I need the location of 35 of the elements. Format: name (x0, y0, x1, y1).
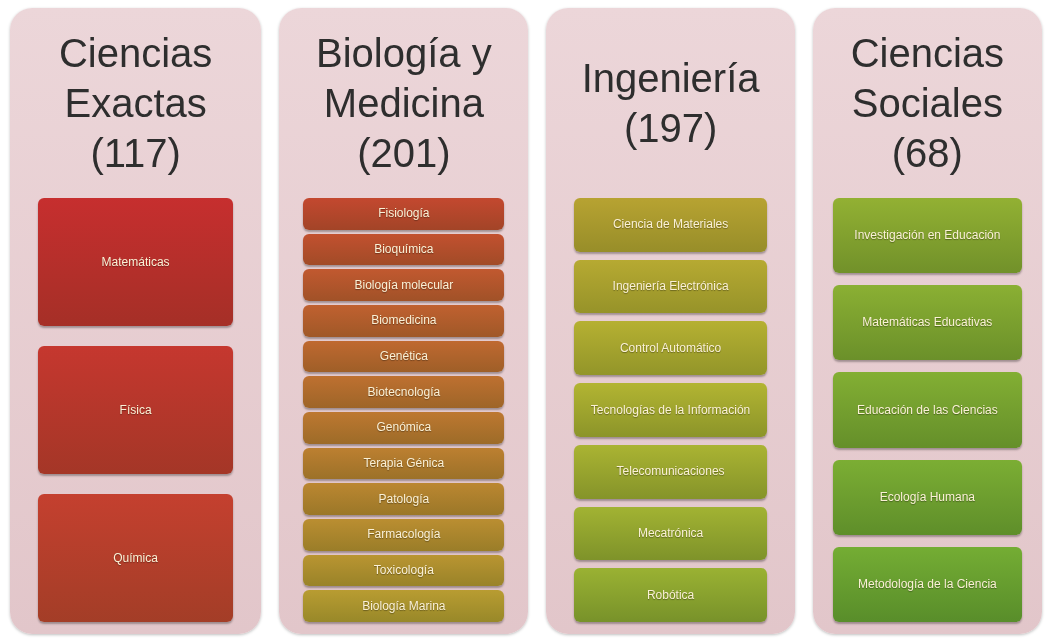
topic-box: Genómica (303, 412, 505, 444)
topic-box: Educación de las Ciencias (832, 372, 1022, 448)
topic-box: Genética (303, 340, 505, 373)
category-panel (812, 8, 1042, 634)
category-heading: Biología y Medicina (201) (315, 30, 493, 177)
topic-box: Química (38, 494, 234, 622)
topic-box: Fisiología (303, 198, 505, 230)
category-heading: Ciencias Exactas (117) (57, 30, 214, 177)
category-panel (279, 8, 529, 634)
topic-box: Biología Marina (303, 590, 505, 623)
topic-box: Toxicología (303, 554, 505, 587)
topic-box: Patología (303, 483, 505, 516)
topic-box: Ecología Humana (832, 459, 1022, 535)
topic-box: Física (38, 346, 234, 474)
topic-box: Telecomunicaciones (574, 444, 767, 499)
category-panel (10, 8, 262, 634)
topic-box: Investigación en Educación (832, 198, 1022, 274)
topic-box: Biotecnología (303, 376, 505, 409)
topic-box: Mecatrónica (574, 506, 767, 561)
topic-box: Terapia Génica (303, 447, 505, 480)
topic-box: Biología molecular (303, 269, 505, 301)
category-heading: Ciencias Sociales (68) (849, 30, 1006, 177)
topic-box: Tecnologías de la Información (574, 383, 767, 437)
topic-box: Ingeniería Electrónica (574, 259, 767, 314)
topic-box: Matemáticas (38, 198, 234, 326)
topic-box: Matemáticas Educativas (832, 285, 1022, 361)
topic-box: Biomedicina (303, 305, 505, 337)
topic-box: Metodología de la Ciencia (832, 546, 1022, 622)
topic-box: Control Automático (574, 321, 767, 376)
topic-box: Farmacología (303, 519, 505, 551)
category-heading: Ingeniería (197) (580, 55, 761, 152)
category-panel (546, 8, 795, 634)
topic-box: Bioquímica (303, 233, 505, 266)
topic-box: Robótica (574, 568, 767, 623)
topic-box: Ciencia de Materiales (574, 198, 767, 252)
